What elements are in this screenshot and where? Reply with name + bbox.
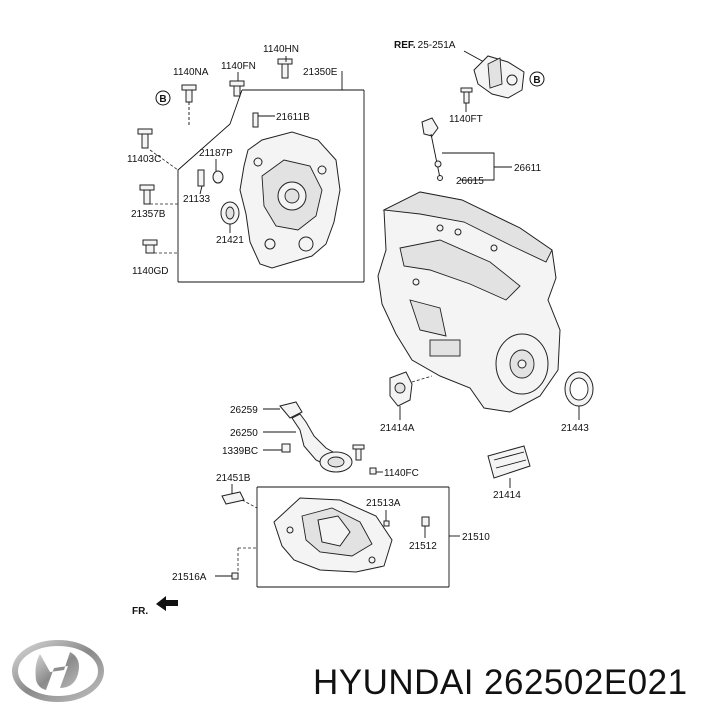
callout-26611: 26611	[514, 163, 542, 174]
callout-26259: 26259	[230, 405, 258, 416]
callout-21414a: 21414A	[380, 423, 415, 434]
pin-21133	[197, 169, 205, 187]
oil-level-gauge	[421, 117, 443, 181]
callout-21516a: 21516A	[172, 572, 207, 583]
bolts-upper-left	[137, 58, 293, 254]
callout-1140fn: 1140FN	[221, 61, 256, 72]
callout-21187p: 21187P	[199, 148, 233, 159]
callout-26615: 26615	[456, 176, 484, 187]
callout-21512: 21512	[409, 541, 437, 552]
callout-21510: 21510	[462, 532, 490, 543]
callout-1140na: 1140NA	[173, 67, 209, 78]
callout-1339bc: 1339BC	[222, 446, 258, 457]
callout-21611b: 21611B	[276, 112, 310, 123]
callout-21443: 21443	[561, 423, 589, 434]
timing-cover-group	[177, 89, 365, 283]
callout-21357b: 21357B	[131, 209, 166, 220]
rear-oil-seal-21443	[564, 371, 594, 407]
bracket-21414a	[389, 371, 413, 407]
engine-block	[377, 191, 561, 413]
callout-21451b: 21451B	[216, 473, 251, 484]
marker-b-right: B	[529, 71, 545, 87]
o-ring-21187p	[212, 170, 224, 184]
dowel-21611b	[252, 112, 259, 128]
callout-ref: REF.25-251A	[394, 40, 456, 51]
oil-pan-group	[256, 486, 450, 588]
callout-1140hn: 1140HN	[263, 44, 299, 55]
callout-21421: 21421	[216, 235, 244, 246]
callout-1140ft: 1140FT	[449, 114, 483, 125]
oil-strainer-26250	[279, 401, 353, 473]
callout-26250: 26250	[230, 428, 258, 439]
callout-21414: 21414	[493, 490, 521, 501]
svg-text:B: B	[533, 75, 540, 86]
callout-1140fc: 1140FC	[384, 468, 419, 479]
front-direction-label: FR.	[132, 606, 148, 617]
baffle-21414	[487, 445, 531, 479]
callout-21350e: 21350E	[303, 67, 338, 78]
callout-21513a: 21513A	[366, 498, 401, 509]
callout-11403c: 11403C	[127, 154, 161, 165]
hyundai-logo-icon	[12, 640, 104, 702]
marker-b-left: B	[155, 90, 171, 106]
callout-1140gd: 1140GD	[132, 266, 169, 277]
callout-21133: 21133	[183, 194, 211, 205]
part-number: 262502E021	[484, 663, 688, 702]
brand-name: HYUNDAI	[313, 663, 475, 702]
tensioner-bracket	[473, 55, 525, 99]
svg-text:B: B	[159, 94, 166, 105]
front-arrow-icon	[156, 596, 178, 611]
